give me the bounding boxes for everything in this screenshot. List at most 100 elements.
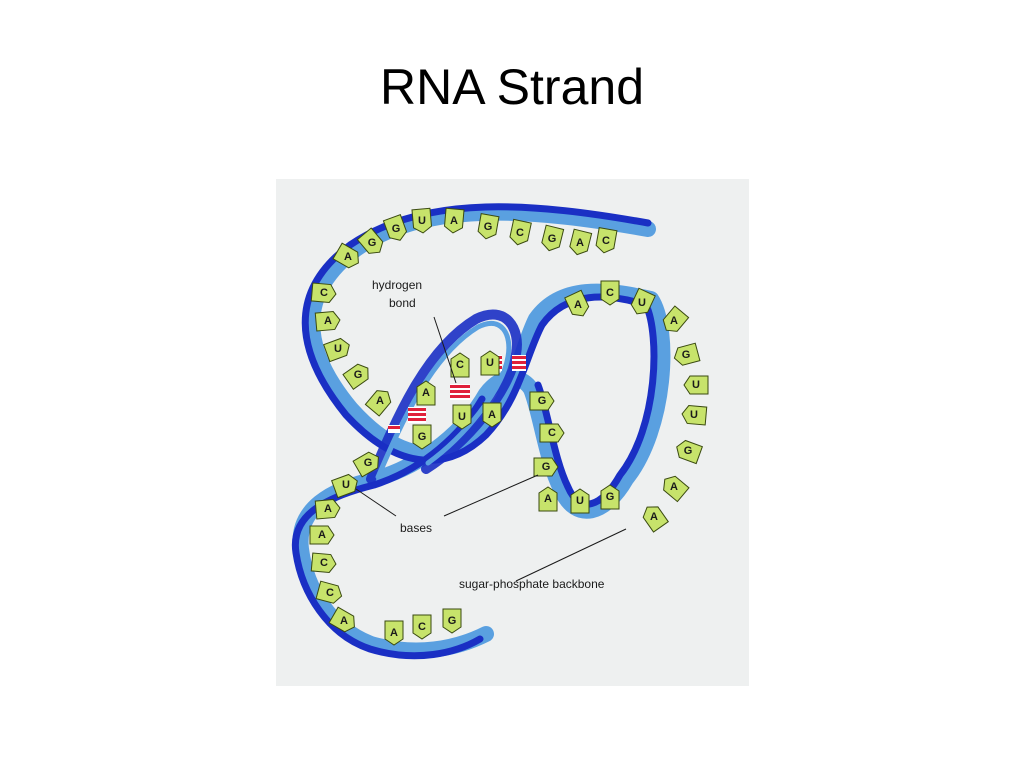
base-tag: G [442, 608, 462, 634]
base-shape [570, 488, 590, 514]
base-letter: C [602, 235, 610, 247]
base-letter: A [670, 481, 678, 493]
base-letter: A [324, 315, 332, 327]
base-letter: A [324, 503, 332, 515]
base-letter: C [418, 621, 426, 633]
base-letter: A [390, 627, 398, 639]
base-letter: C [456, 359, 464, 371]
bases-leader-right [443, 474, 539, 517]
base-tag: A [416, 380, 436, 406]
base-letter: A [318, 529, 326, 541]
base-letter: C [320, 557, 328, 569]
base-shape [676, 439, 703, 465]
base-letter: A [450, 215, 458, 227]
base-shape [412, 424, 432, 450]
base-letter: U [638, 297, 646, 309]
base-letter: G [392, 223, 401, 235]
base-shape [352, 451, 379, 478]
base-shape [411, 207, 433, 234]
base-letter: A [576, 237, 584, 249]
base-tag: G [600, 484, 620, 510]
base-tag: U [480, 350, 500, 376]
base-letter: G [542, 461, 551, 473]
base-tag: G [529, 391, 555, 411]
base-letter: G [368, 237, 377, 249]
base-letter: A [574, 299, 582, 311]
base-shape [315, 580, 343, 604]
base-letter: G [538, 395, 547, 407]
base-tag: G [356, 227, 384, 254]
base-tag: C [450, 352, 470, 378]
base-shape [477, 213, 500, 240]
base-shape [314, 310, 341, 332]
base-shape [416, 380, 436, 406]
base-shape [595, 227, 618, 254]
base-tag: U [681, 404, 708, 426]
base-shape [331, 473, 358, 499]
base-shape [541, 224, 565, 252]
slide-title: RNA Strand [379, 59, 644, 115]
base-letter: A [376, 395, 384, 407]
bases-helix-right: UA [480, 350, 502, 428]
base-shape [452, 404, 472, 430]
base-shape [569, 228, 593, 256]
leader-lines [355, 316, 627, 582]
base-letter: U [576, 495, 584, 507]
backbone-label: sugar-phosphate backbone [459, 577, 605, 591]
base-tag: A [384, 620, 404, 646]
base-tag: C [509, 218, 532, 246]
base-letter: C [516, 227, 524, 239]
base-tag: A [309, 525, 335, 545]
base-shape [539, 423, 565, 443]
hydrogen-bond-label-line1: hydrogen [372, 278, 422, 292]
bases-label: bases [400, 521, 432, 535]
base-tag: A [564, 289, 590, 317]
base-tag: U [452, 404, 472, 430]
base-letter: U [690, 409, 698, 421]
backbone-ribbon-dark-lower [291, 395, 486, 660]
base-shape [323, 337, 350, 363]
base-tag: C [310, 282, 337, 304]
base-shape [442, 608, 462, 634]
base-tag: A [328, 606, 355, 633]
base-tag: G [477, 213, 500, 240]
base-letter: A [344, 251, 352, 263]
base-letter: U [692, 379, 700, 391]
base-letter: U [458, 411, 466, 423]
base-letter: G [354, 369, 363, 381]
base-letter: G [418, 431, 427, 443]
base-shape [681, 404, 708, 426]
base-letter: C [606, 287, 614, 299]
base-tag: A [443, 207, 465, 234]
base-tag: G [533, 457, 559, 477]
base-shape [683, 375, 709, 395]
base-tag: G [382, 214, 408, 241]
base-letter: A [650, 511, 658, 523]
base-shape [332, 242, 359, 269]
base-tag: C [310, 552, 337, 574]
base-letter: G [364, 457, 373, 469]
base-shape [356, 227, 384, 254]
base-shape [529, 391, 555, 411]
base-tag: U [323, 337, 350, 363]
base-letter: A [670, 315, 678, 327]
base-tag: U [331, 473, 358, 499]
base-tag: A [569, 228, 593, 256]
base-shape [600, 484, 620, 510]
base-tag: A [642, 506, 669, 533]
base-letter: A [422, 387, 430, 399]
base-letter: G [548, 233, 557, 245]
base-letter: A [488, 409, 496, 421]
bases-helix-left: A C U G [412, 352, 472, 450]
base-tag: C [315, 580, 343, 604]
base-tag: G [342, 363, 369, 390]
base-tag: G [541, 224, 565, 252]
base-tag: U [630, 287, 656, 315]
base-tag: G [676, 439, 703, 465]
base-shape [443, 207, 465, 234]
